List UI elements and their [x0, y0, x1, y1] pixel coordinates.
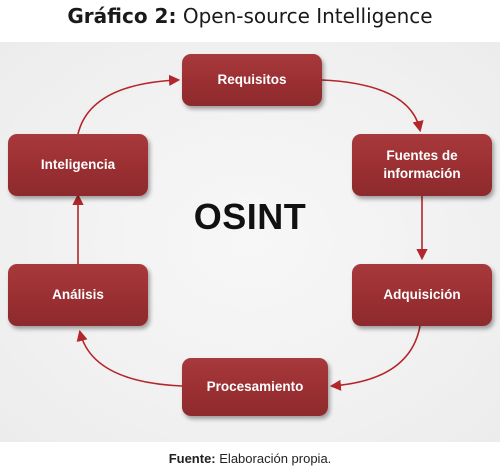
- node-inteligencia: Inteligencia: [8, 134, 148, 196]
- node-analisis: Análisis: [8, 264, 148, 326]
- arrow-requisitos-fuentes: [321, 79, 424, 133]
- center-label-osint: OSINT: [193, 196, 307, 237]
- node-requisitos-label: Requisitos: [217, 72, 287, 87]
- figure-title-text: Open-source Intelligence: [182, 4, 433, 28]
- node-analisis-label: Análisis: [52, 287, 104, 302]
- figure-title: Gráfico 2: Open-source Intelligence: [0, 4, 500, 28]
- node-fuentes-label: Fuentes de información: [383, 147, 460, 183]
- node-inteligencia-label: Inteligencia: [40, 157, 116, 172]
- figure-source-text: Elaboración propia.: [219, 451, 332, 466]
- figure-source-label: Fuente:: [168, 451, 216, 466]
- node-fuentes-label-line2: información: [383, 166, 461, 181]
- arrow-inteligencia-requisitos: [77, 74, 181, 135]
- figure-title-label: Gráfico 2:: [67, 4, 177, 28]
- arrow-adquisicion-procesamiento: [329, 325, 421, 391]
- node-adquisicion: Adquisición: [352, 264, 492, 326]
- node-requisitos: Requisitos: [182, 54, 322, 106]
- node-fuentes-de-informacion: Fuentes de información: [352, 134, 492, 196]
- node-adquisicion-label: Adquisición: [383, 287, 461, 302]
- arrow-procesamiento-analisis: [76, 329, 183, 387]
- node-fuentes-label-line1: Fuentes de: [386, 148, 458, 163]
- node-procesamiento-label: Procesamiento: [206, 379, 304, 394]
- node-procesamiento: Procesamiento: [182, 358, 328, 416]
- figure-source: Fuente: Elaboración propia.: [0, 451, 500, 466]
